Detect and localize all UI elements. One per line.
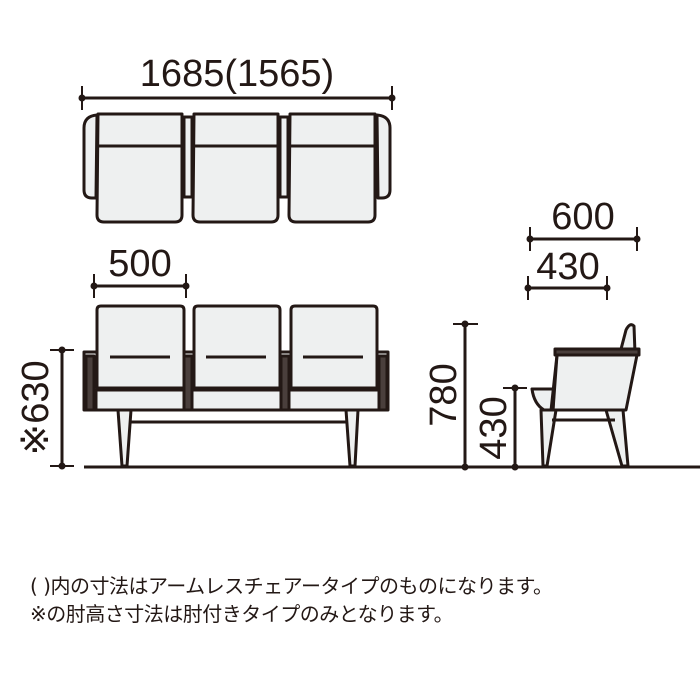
front-view bbox=[50, 274, 700, 470]
side-view bbox=[453, 227, 641, 471]
note-armless: ( )内の寸法はアームレスチェアータイプのものになります。 bbox=[30, 574, 553, 598]
note-arm-height: ※の肘高さ寸法は肘付きタイプのみとなります。 bbox=[30, 602, 454, 626]
total-height-label: 780 bbox=[423, 363, 465, 426]
notes: ( )内の寸法はアームレスチェアータイプのものになります。 ※の肘高さ寸法は肘付… bbox=[30, 572, 553, 628]
seat-depth-label: 430 bbox=[536, 246, 599, 288]
seat-height-label: 430 bbox=[473, 396, 515, 459]
top-view bbox=[78, 86, 396, 224]
depth-label: 600 bbox=[551, 196, 614, 238]
arm-height-label: ※630 bbox=[15, 360, 57, 455]
seat-width-label: 500 bbox=[108, 243, 171, 285]
top-width-label: 1685(1565) bbox=[140, 53, 334, 95]
